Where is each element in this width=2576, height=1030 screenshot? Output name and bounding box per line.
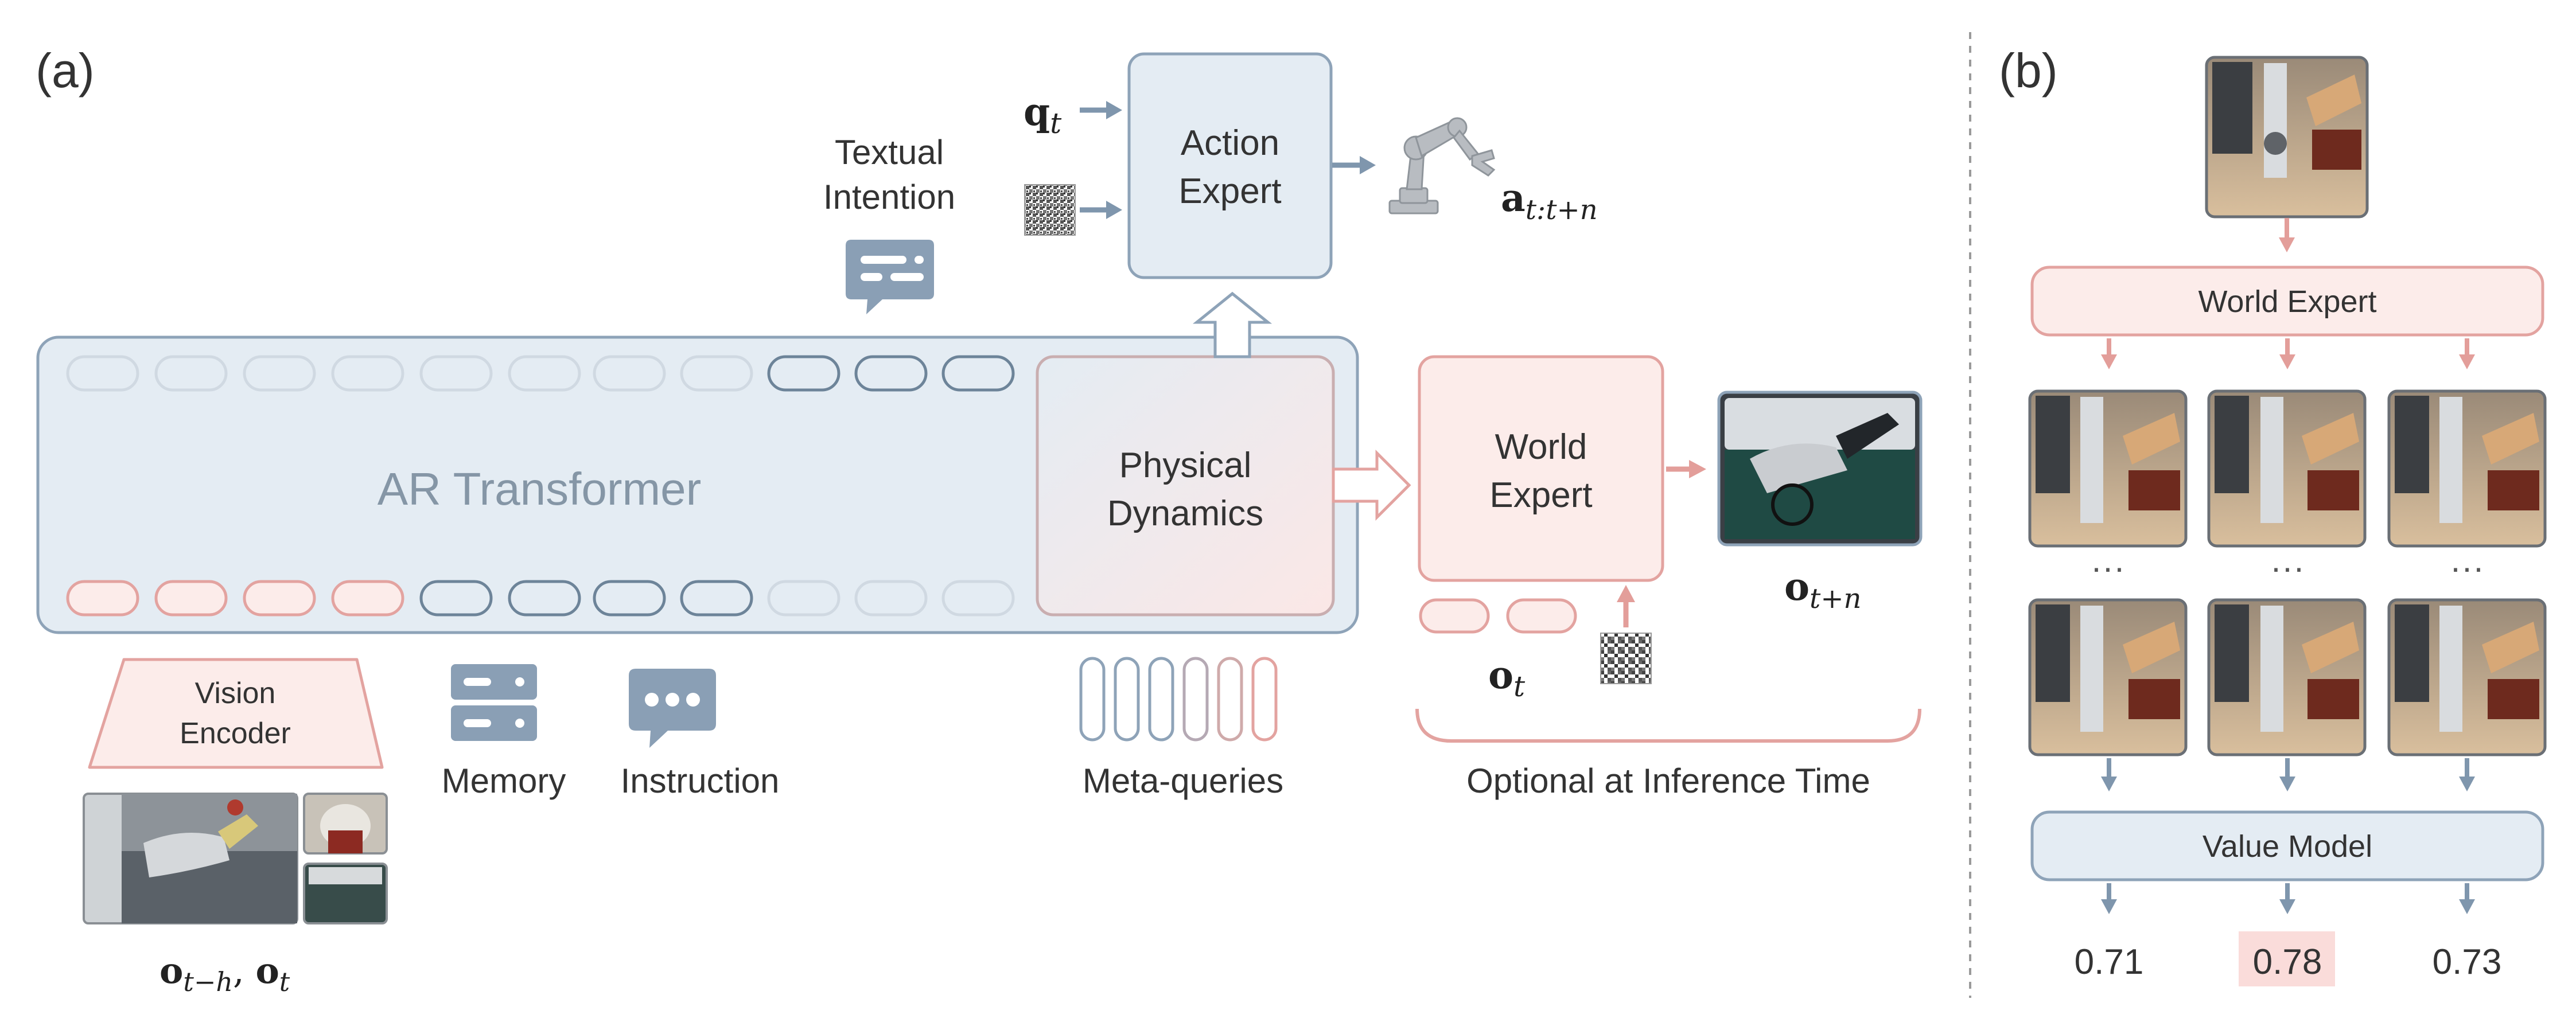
arrow-head [2101, 354, 2117, 369]
score-3: 0.73 [2433, 942, 2502, 982]
meta-queries-label: Meta-queries [1083, 762, 1283, 800]
world-expert-bar [2030, 266, 2544, 337]
physical-dynamics-line1: Physical [1119, 446, 1252, 485]
token-faint [941, 580, 1015, 617]
token-instruction [680, 580, 753, 617]
optional-brace [1415, 708, 1921, 743]
noise-icon [1024, 184, 1076, 236]
token-faint [767, 580, 840, 617]
current-frame-image [2205, 56, 2369, 219]
predicted-frame-image [1717, 391, 1923, 547]
meta-queries-tokens [1079, 657, 1278, 742]
token-faint [419, 355, 493, 392]
panel-a-label: (a) [36, 44, 95, 97]
best-score-highlight [2239, 931, 2335, 986]
memory-label: Memory [442, 762, 566, 800]
rollout-frames-row2 [2028, 598, 2547, 756]
action-expert-line1: Action [1181, 123, 1279, 163]
arrow-head [1360, 156, 1376, 174]
token-vision [154, 580, 228, 617]
token-text [941, 355, 1015, 392]
vision-encoder-shape [88, 658, 384, 769]
ar-transformer-label: AR Transformer [378, 463, 702, 514]
panel-b-label: (b) [1999, 44, 2058, 97]
world-expert-line1: World [1495, 427, 1587, 467]
token-text [767, 355, 840, 392]
arrow-head [2279, 899, 2295, 914]
arrow-head [2279, 354, 2295, 369]
arrow-head [1689, 460, 1706, 478]
arrow-head [2279, 237, 2295, 252]
o-tn-symbol: ot+n [1784, 564, 1861, 615]
a-t-symbol: at:t+n [1501, 175, 1598, 226]
textual-intention-line1: Textual [835, 133, 944, 171]
token-memory [508, 580, 581, 617]
robot-arm-icon [1388, 117, 1496, 214]
o-t-symbol: ot [1488, 653, 1526, 703]
score-1: 0.71 [2075, 942, 2144, 982]
arrow-head [2459, 899, 2475, 914]
arrow-head [1106, 101, 1122, 119]
ot-token [1506, 598, 1577, 634]
instruction-icon [629, 669, 716, 748]
textual-intention-line2: Intention [823, 178, 955, 216]
optional-inference-label: Optional at Inference Time [1466, 762, 1870, 800]
vision-encoder-line2: Encoder [180, 717, 291, 750]
arrow-head [2101, 899, 2117, 914]
o-history-symbol: ot−h, ot [159, 950, 290, 997]
bottom-token-row [66, 580, 1015, 617]
score-2: 0.78 [2253, 942, 2322, 982]
token-faint [154, 355, 228, 392]
arrow-head [1617, 585, 1635, 602]
world-expert-bar-label: World Expert [2198, 284, 2376, 319]
speech-bubble-icon [846, 240, 934, 314]
ellipsis-3: ··· [2450, 548, 2484, 587]
arrow-head [2459, 354, 2475, 369]
token-faint [593, 355, 666, 392]
arrow-head [2279, 777, 2295, 791]
physical-dynamics-line2: Dynamics [1107, 494, 1263, 533]
token-vision [66, 580, 139, 617]
arrow-right-hollow [1332, 449, 1411, 521]
token-text [854, 355, 928, 392]
action-expert-box [1127, 52, 1333, 279]
token-faint [680, 355, 753, 392]
value-model-label: Value Model [2203, 829, 2372, 864]
q-t-symbol: qt [1024, 89, 1062, 140]
token-faint [331, 355, 404, 392]
action-expert-line2: Expert [1178, 171, 1281, 211]
rollout-frames-row1 [2028, 389, 2547, 548]
arrow-head [2459, 777, 2475, 791]
noise-icon [1600, 633, 1652, 684]
vision-encoder-line1: Vision [195, 677, 276, 710]
value-model-bar [2030, 810, 2544, 881]
arrow-up-hollow [1192, 291, 1273, 358]
ellipsis-2: ··· [2270, 548, 2305, 587]
physical-dynamics-box [1036, 355, 1335, 617]
token-vision [243, 580, 316, 617]
token-memory [419, 580, 493, 617]
ellipsis-1: ··· [2091, 548, 2125, 587]
token-instruction [593, 580, 666, 617]
token-faint [66, 355, 139, 392]
instruction-label: Instruction [621, 762, 780, 800]
token-faint [508, 355, 581, 392]
ot-token [1419, 598, 1490, 634]
token-faint [854, 580, 928, 617]
arrow-head [1106, 201, 1122, 219]
observation-history-images [83, 793, 388, 924]
world-expert-box [1418, 355, 1664, 582]
world-expert-line2: Expert [1489, 475, 1592, 515]
arrow-head [2101, 777, 2117, 791]
top-token-row [66, 355, 1015, 392]
token-vision [331, 580, 404, 617]
token-faint [243, 355, 316, 392]
memory-icon [451, 664, 537, 741]
